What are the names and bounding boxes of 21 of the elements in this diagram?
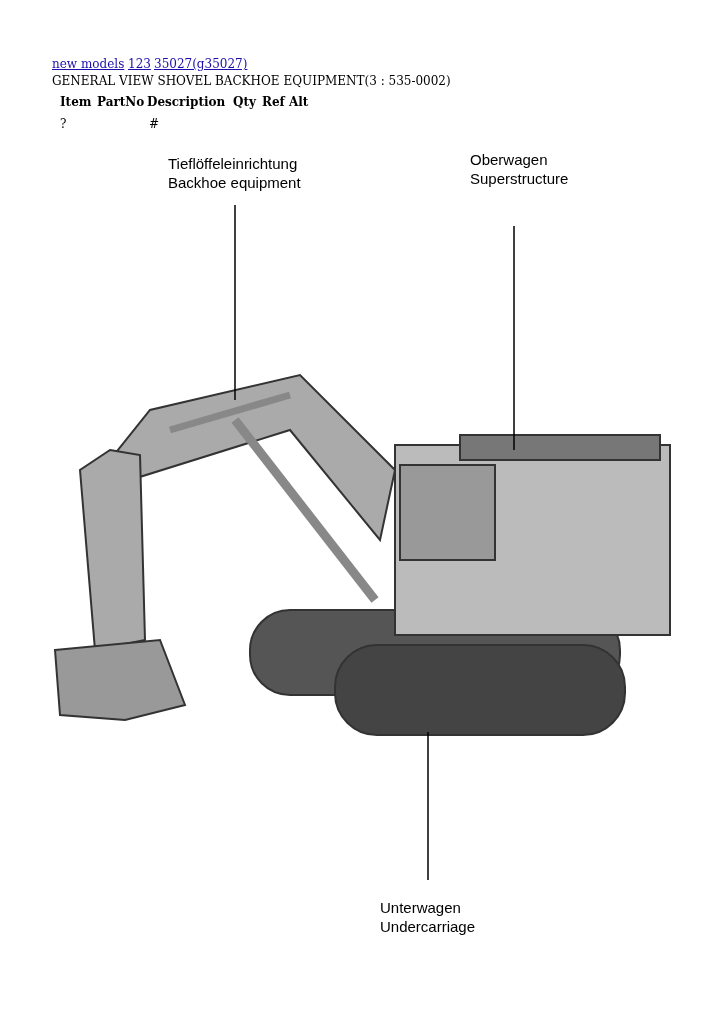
link: 123 [128, 57, 151, 71]
callout-text: Unterwagen [380, 898, 462, 917]
table-header: Alt [289, 95, 309, 109]
callout-text: Oberwagen [470, 150, 549, 169]
link: 35027(g35027) [154, 57, 248, 71]
leader-line [427, 731, 429, 881]
page-title: GENERAL VIEW SHOVEL BACKHOE EQUIPMENT(3 : 535-0002) [52, 74, 451, 88]
callout-text: Superstructure [470, 169, 569, 188]
leader-line [513, 225, 515, 451]
callout-text: Undercarriage [380, 917, 476, 936]
table-header: PartNo [97, 95, 145, 109]
link: new models [52, 57, 125, 71]
table-cell: # [149, 117, 160, 131]
table-header: Item [60, 95, 92, 109]
table-header: Description [147, 95, 226, 109]
leader-line [234, 204, 236, 401]
callout-text: Tieflöffeleinrichtung [168, 154, 299, 173]
table-header: Qty [233, 95, 256, 109]
table-cell: ? [60, 117, 67, 131]
callout-text: Backhoe equipment [168, 173, 301, 192]
table-header: Ref [262, 95, 285, 109]
